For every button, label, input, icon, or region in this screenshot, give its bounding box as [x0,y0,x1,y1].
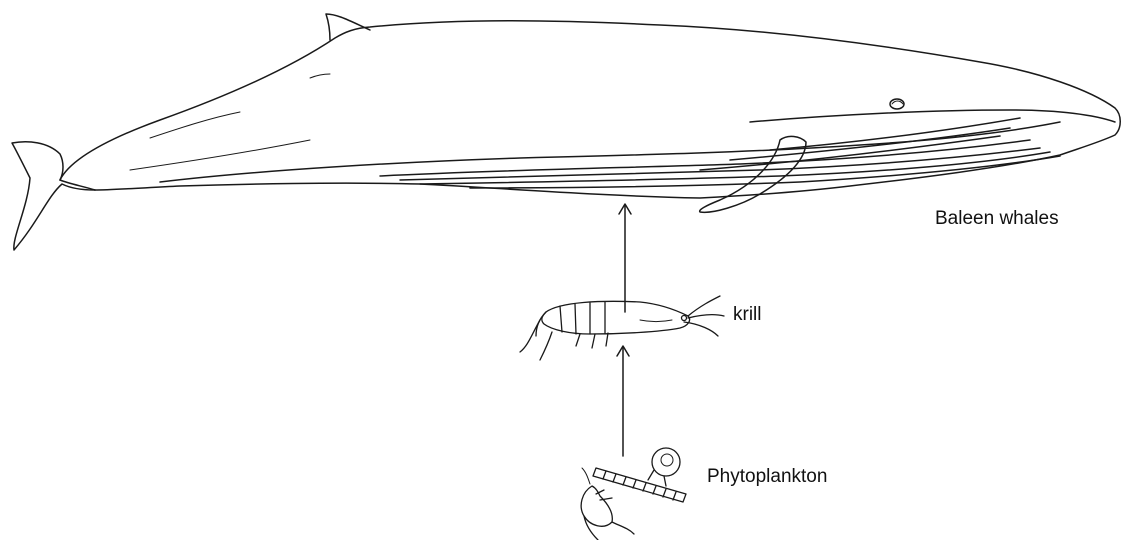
krill-label: krill [733,304,762,326]
arrow-phytoplankton-to-krill [617,346,629,456]
krill-icon [520,296,724,360]
whale-label: Baleen whales [935,208,1059,230]
phytoplankton-icon [581,448,686,540]
phytoplankton-label: Phytoplankton [707,466,827,488]
arrow-krill-to-whale [619,204,631,312]
